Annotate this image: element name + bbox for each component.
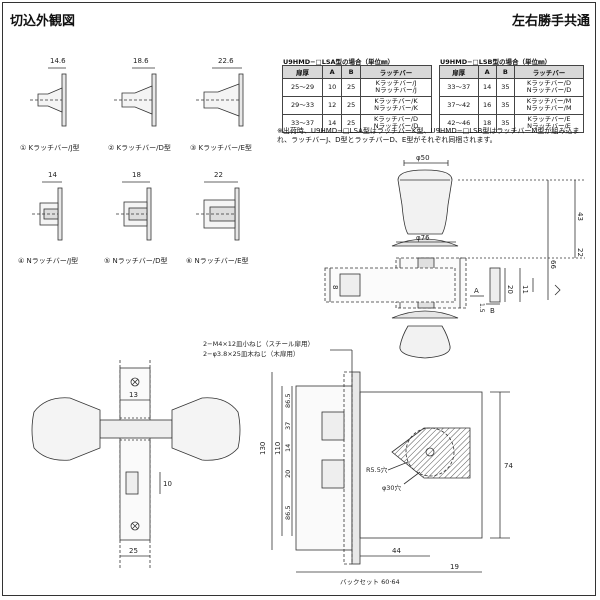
dim-44: 44 bbox=[392, 547, 401, 555]
dim-86-5-bottom: 86.5 bbox=[284, 506, 292, 520]
table-cell: 33〜37 bbox=[281, 113, 324, 133]
dim-label: 14 bbox=[48, 171, 57, 179]
shipping-note: ※出荷時、U9HMD−□LSA型はラッチバーK型、U9HMD−□LSB型はラッチ… bbox=[277, 127, 580, 145]
dim-A: A bbox=[474, 287, 479, 295]
dim-1-5: 1.5 bbox=[478, 303, 485, 313]
latch-type: Nラッチバー/D bbox=[526, 86, 572, 95]
dim-20: 20 bbox=[506, 285, 514, 294]
dim-rose-diameter: φ76 bbox=[416, 234, 430, 242]
latch-type: Kラッチバー/M bbox=[526, 96, 572, 105]
latch-view-n-d: 18 bbox=[116, 171, 152, 241]
dim-20: 20 bbox=[284, 470, 292, 478]
dim-14: 14 bbox=[284, 444, 292, 452]
dim-top-diameter: φ50 bbox=[416, 154, 430, 162]
header-title: 切込外観図 bbox=[10, 14, 76, 29]
latch-caption: ① Kラッチバー/J型 bbox=[20, 143, 80, 152]
dim-66: 66 bbox=[549, 260, 557, 269]
table-lsb-title: U9HMD−□LSB型の場合（単位㎜） bbox=[440, 58, 551, 66]
dim-r5-5: R5.5穴 bbox=[366, 465, 388, 474]
table-header: ラッチバー bbox=[514, 65, 584, 79]
latch-caption: ④ Nラッチバー/J型 bbox=[18, 256, 78, 265]
dim-19: 19 bbox=[450, 563, 459, 571]
table-cell: 25 bbox=[341, 113, 362, 133]
dim-86-5-top: 86.5 bbox=[284, 394, 292, 408]
dim-label: 18 bbox=[132, 171, 141, 179]
screw-note-steel: 2−M4×12皿小ねじ（スチール扉用） bbox=[203, 339, 314, 348]
table-header: 扉厚 bbox=[281, 65, 324, 79]
table-header: B bbox=[341, 65, 362, 79]
latch-view-n-e: 22 bbox=[196, 171, 240, 241]
dim-110: 110 bbox=[274, 442, 282, 455]
table-cell: 25 bbox=[341, 95, 362, 115]
table-cell: 42〜46 bbox=[439, 113, 479, 133]
latch-caption: ③ Kラッチバー/E型 bbox=[190, 143, 252, 152]
latch-view-k-j: 14.6 bbox=[30, 57, 67, 127]
dim-10: 10 bbox=[163, 480, 172, 488]
table-header: B bbox=[495, 65, 516, 79]
table-cell: 35 bbox=[495, 113, 516, 133]
latch-type: Nラッチバー/J bbox=[375, 86, 417, 95]
latch-view-n-j: 14 bbox=[32, 171, 63, 241]
dim-22: 22 bbox=[576, 248, 584, 257]
dim-label: 22.6 bbox=[218, 57, 234, 65]
dim-label: 22 bbox=[214, 171, 223, 179]
latch-view-k-d: 18.6 bbox=[114, 57, 157, 127]
dim-25: 25 bbox=[129, 547, 138, 555]
dim-37: 37 bbox=[284, 422, 292, 430]
dim-43: 43 bbox=[576, 212, 584, 221]
latch-type: Nラッチバー/E bbox=[527, 122, 571, 131]
table-lsa-title: U9HMD−□LSA型の場合（単位㎜） bbox=[283, 58, 395, 66]
table-header: A bbox=[322, 65, 343, 79]
table-cell: 35 bbox=[495, 78, 516, 97]
latch-type: Kラッチバー/D bbox=[374, 114, 419, 123]
latch-type: Nラッチバー/D bbox=[373, 122, 419, 131]
dim-backset: バックセット 60·64 bbox=[340, 578, 400, 586]
dim-74: 74 bbox=[504, 462, 513, 470]
dim-label: 14.6 bbox=[50, 57, 66, 65]
dim-13: 13 bbox=[129, 391, 138, 399]
dim-130: 130 bbox=[259, 442, 267, 455]
latch-type: Nラッチバー/K bbox=[374, 104, 418, 113]
latch-caption: ② Kラッチバー/D型 bbox=[108, 143, 171, 152]
latch-type: Kラッチバー/J bbox=[375, 79, 417, 87]
dim-11: 11 bbox=[521, 285, 529, 294]
latch-type: Kラッチバー/K bbox=[374, 96, 418, 105]
dim-B: B bbox=[490, 307, 495, 315]
table-header: A bbox=[477, 65, 497, 79]
latch-view-k-e: 22.6 bbox=[196, 57, 244, 127]
table-header: ラッチバー bbox=[360, 65, 432, 79]
front-view bbox=[31, 360, 241, 568]
latch-type: Nラッチバー/M bbox=[526, 104, 572, 113]
cutout-diagram bbox=[271, 349, 510, 573]
latch-type: Kラッチバー/D bbox=[527, 79, 571, 87]
dim-phi30: φ30穴 bbox=[382, 483, 402, 492]
dim-label: 18.6 bbox=[133, 57, 149, 65]
table-header: 扉厚 bbox=[439, 65, 479, 79]
knob-section-view bbox=[324, 160, 585, 359]
latch-caption: ⑤ Nラッチバー/D型 bbox=[104, 256, 168, 265]
dim-8: 8 bbox=[331, 285, 339, 289]
latch-caption: ⑥ Nラッチバー/E型 bbox=[186, 256, 249, 265]
header-compat: 左右勝手共通 bbox=[511, 14, 590, 29]
latch-type: Kラッチバー/E bbox=[527, 114, 571, 123]
screw-note-wood: 2−φ3.8×25皿木ねじ（木扉用） bbox=[203, 349, 299, 358]
